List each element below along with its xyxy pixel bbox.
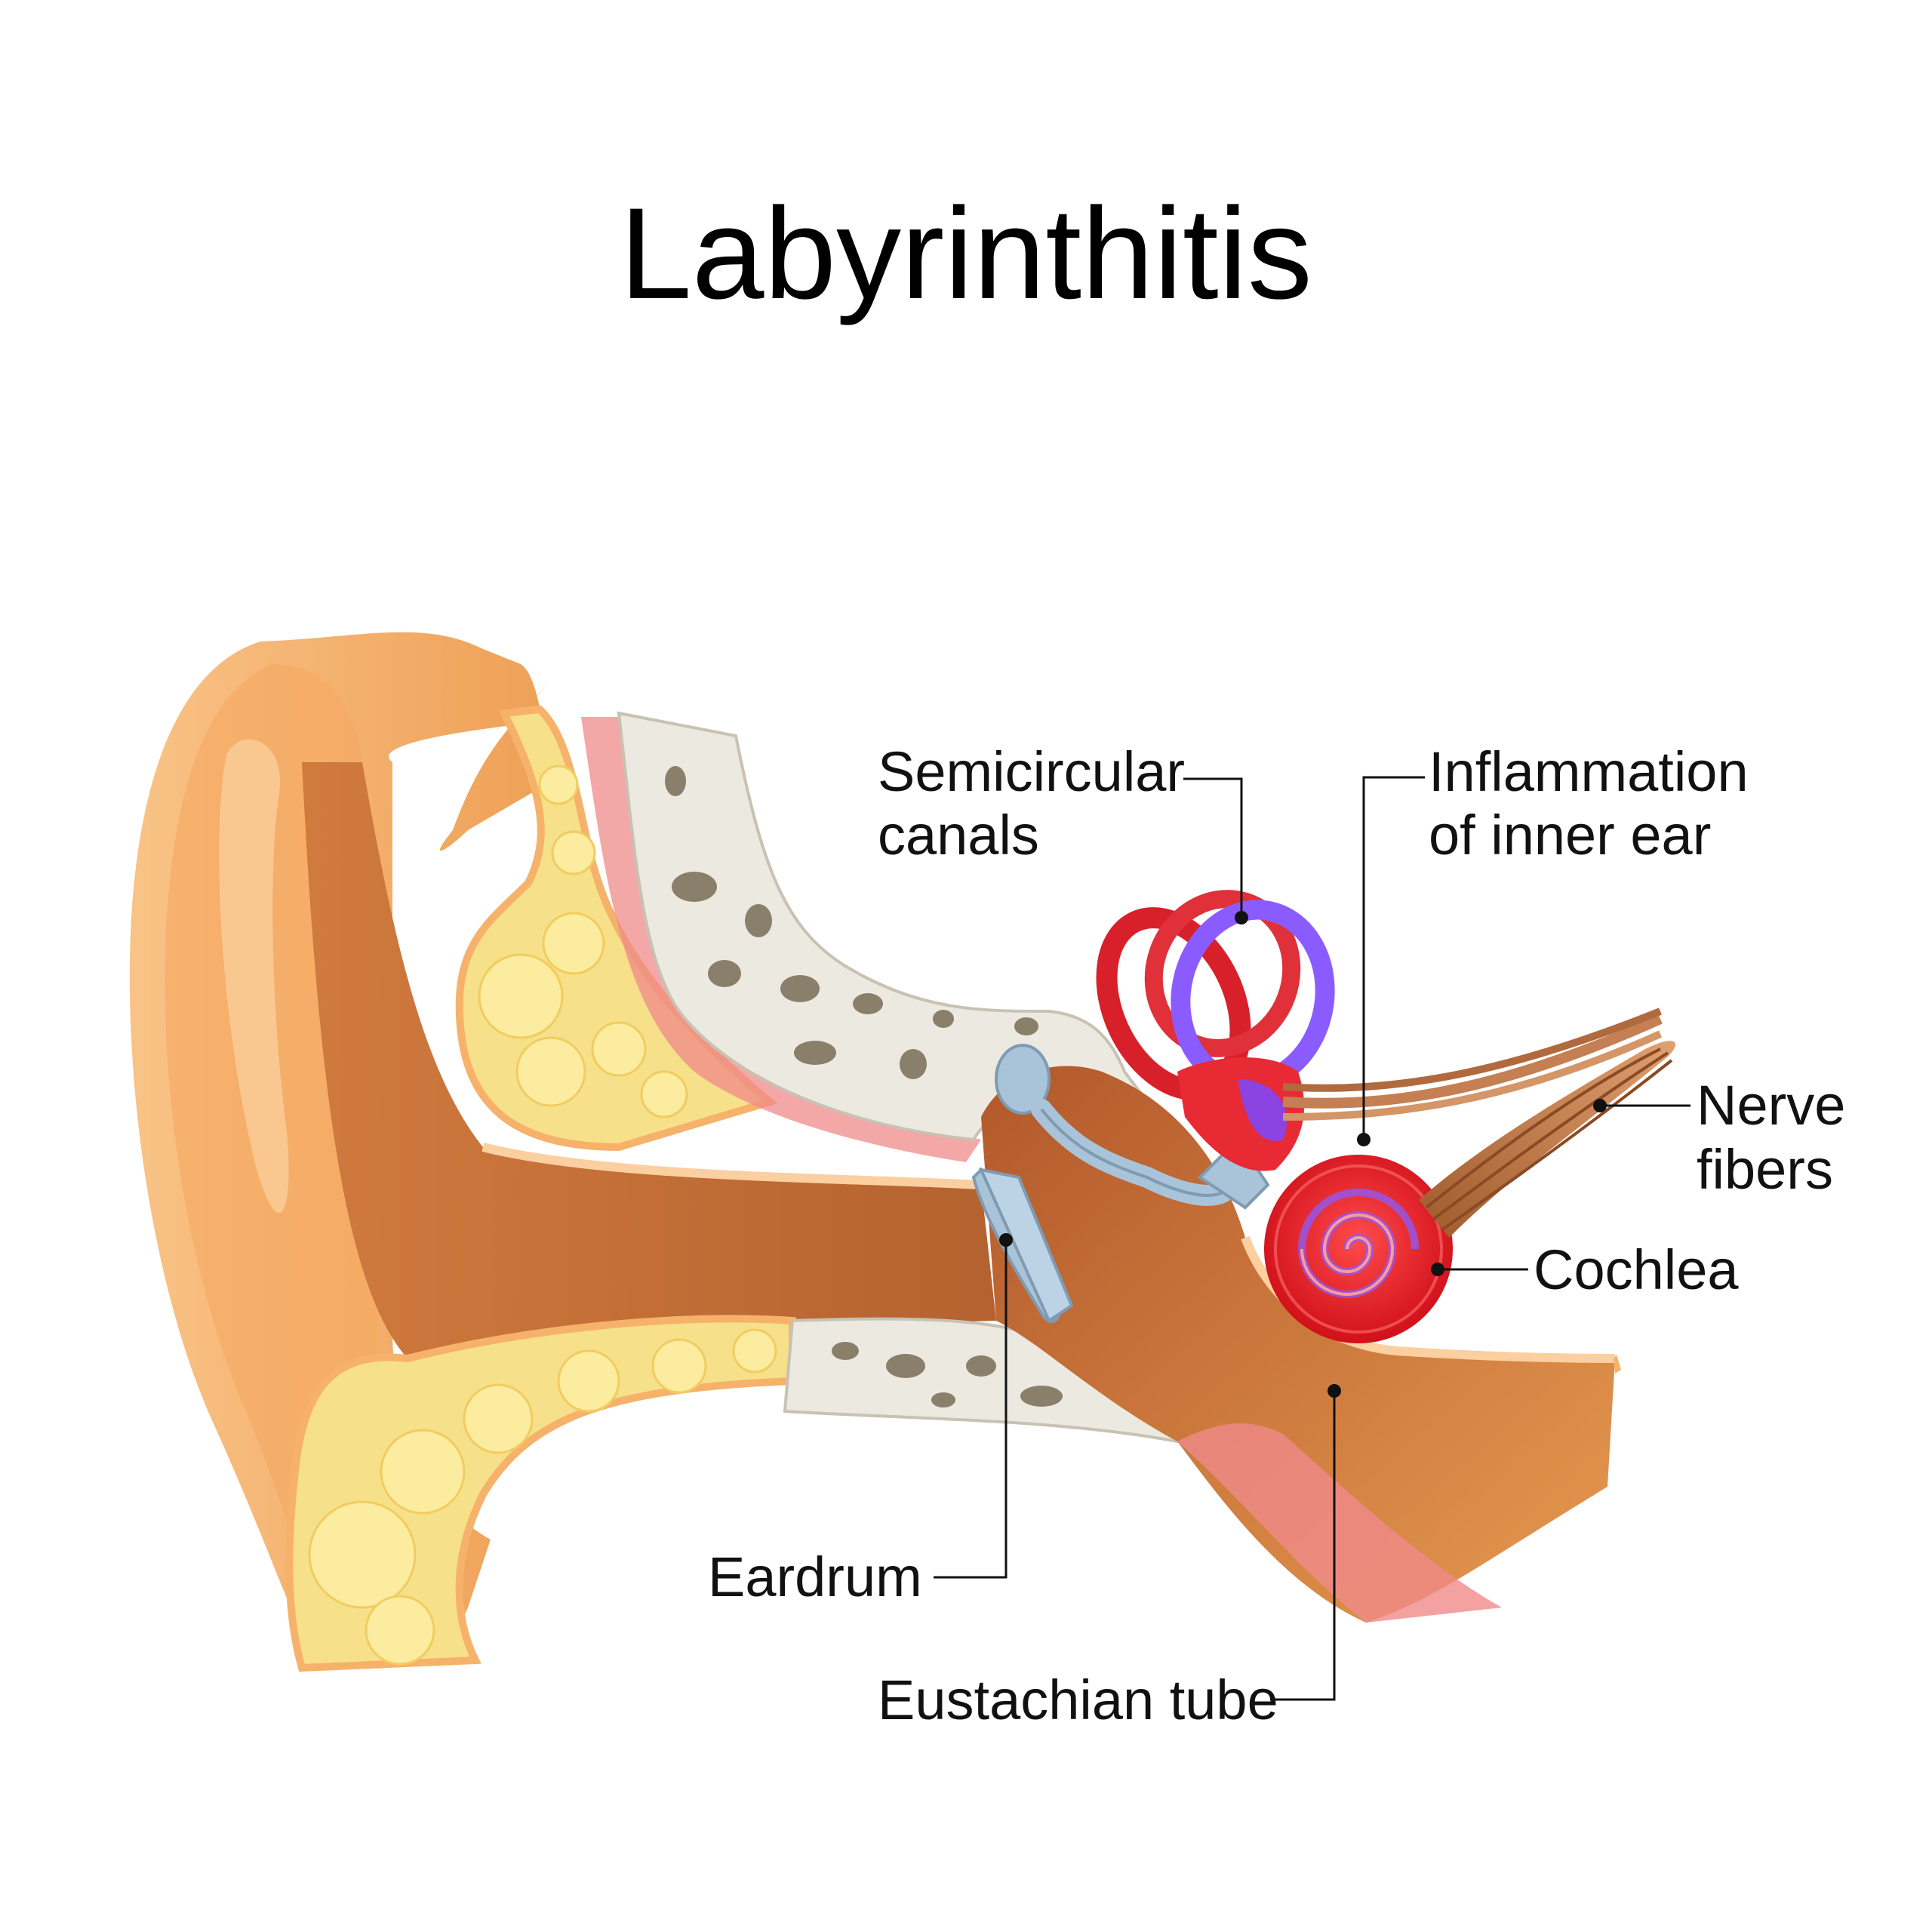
lower-fat-tissue bbox=[285, 1315, 796, 1672]
label-inflammation-line2: of inner ear bbox=[1429, 804, 1711, 866]
eardrum-membrane bbox=[978, 1168, 1074, 1323]
label-inflammation-line1: Inflammation bbox=[1429, 740, 1749, 803]
ear-canal bbox=[302, 762, 996, 1358]
cochlea-inflamed bbox=[1264, 1155, 1453, 1343]
label-eustachian-tube: Eustachian tube bbox=[878, 1669, 1278, 1731]
vestibular-nerve bbox=[1282, 1008, 1663, 1121]
middle-ear-cavity bbox=[981, 1066, 1615, 1623]
eustachian-tube-muscle bbox=[1177, 1423, 1502, 1623]
label-semicircular-canals-line1: Semicircular bbox=[878, 740, 1185, 803]
label-nerve-fibers-line2: fibers bbox=[1697, 1138, 1833, 1201]
upper-muscle-band bbox=[581, 717, 981, 1162]
callout-leaders bbox=[934, 776, 1690, 1701]
nerve-fibers-bundle bbox=[1419, 1041, 1675, 1238]
semicircular-canals bbox=[1096, 890, 1335, 1171]
label-cochlea: Cochlea bbox=[1534, 1238, 1739, 1301]
page-title: Labyrinthitis bbox=[620, 181, 1312, 326]
label-semicircular-canals-line2: canals bbox=[878, 804, 1039, 866]
label-nerve-fibers-line1: Nerve bbox=[1697, 1074, 1845, 1137]
ossicles bbox=[971, 1044, 1270, 1323]
temporal-bone-upper bbox=[617, 711, 1151, 1142]
label-eardrum: Eardrum bbox=[708, 1546, 922, 1608]
